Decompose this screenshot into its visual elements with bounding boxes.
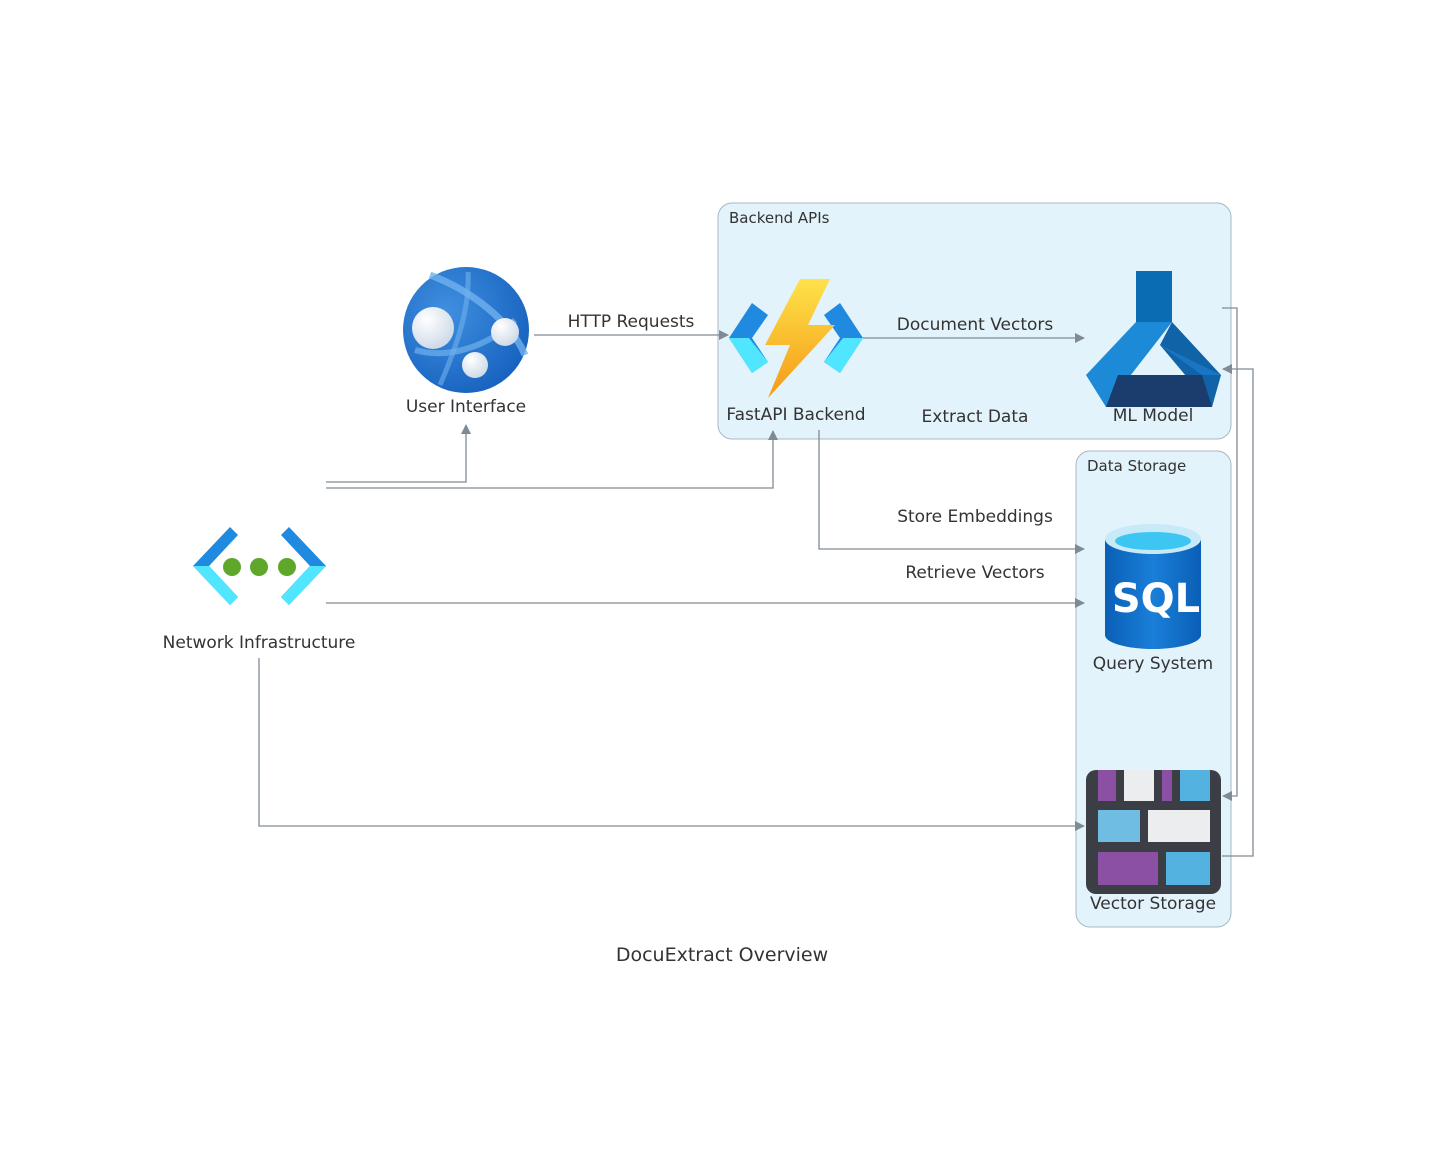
edge-network-to-user-interface [326,424,471,483]
edge-label-store-embeddings: Store Embeddings [897,507,1053,527]
edge-label-document-vectors: Document Vectors [896,315,1054,335]
network-infrastructure-label: Network Infrastructure [162,633,356,653]
data-storage-group-label: Data Storage [1087,457,1187,475]
edge-label-http-requests: HTTP Requests [567,312,695,332]
storage-blocks-icon [1086,770,1221,894]
svg-text:SQL: SQL [1112,576,1200,622]
edge-label-extract-data: Extract Data [921,407,1029,427]
fastapi-backend-label: FastAPI Backend [726,405,866,425]
edge-vector-storage-to-ml-model [1222,364,1254,857]
edge-label-retrieve-vectors: Retrieve Vectors [905,563,1045,583]
vector-storage-label: Vector Storage [1089,894,1217,914]
sql-database-icon: SQL [1105,524,1201,649]
query-system-label: Query System [1092,654,1214,674]
backend-apis-group-label: Backend APIs [729,209,830,227]
machine-learning-flask-icon [1086,271,1221,407]
edge-ml-model-to-vector-storage [1222,307,1238,801]
diagram-title: DocuExtract Overview [615,944,829,966]
web-app-globe-icon [403,267,529,393]
edge-network-to-fastapi [326,430,778,489]
edge-network-to-vector-storage [258,658,1085,831]
function-app-lightning-icon [729,279,863,398]
virtual-network-icon [193,527,326,605]
edge-store-embeddings [818,430,1085,554]
user-interface-label: User Interface [405,397,527,417]
ml-model-label: ML Model [1112,406,1194,426]
